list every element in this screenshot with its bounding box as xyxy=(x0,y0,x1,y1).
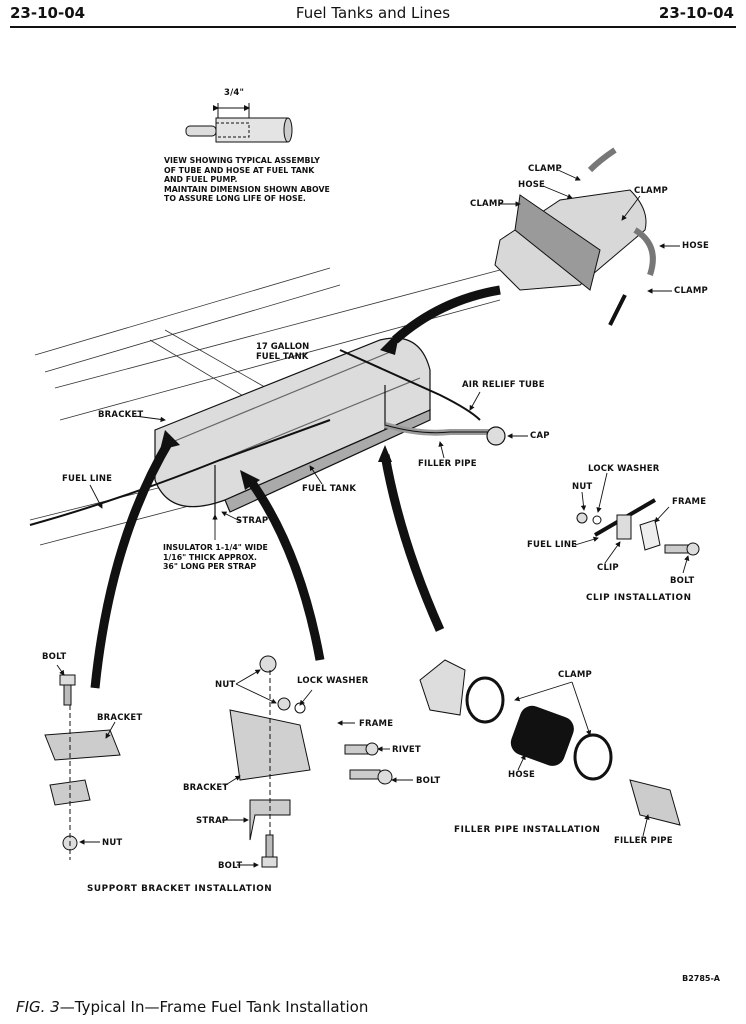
filler-assembly xyxy=(339,349,506,446)
clip-label-clip: CLIP xyxy=(597,563,619,573)
label-fuel-tank: FUEL TANK xyxy=(302,484,357,494)
label-hose-right: HOSE xyxy=(682,241,710,251)
figure-caption: FIG. 3—Typical In—Frame Fuel Tank Instal… xyxy=(16,998,368,1016)
label-clamp-top: CLAMP xyxy=(528,164,562,174)
support-bracket-right xyxy=(229,655,393,868)
tank-top-detail xyxy=(494,147,656,326)
callout-arrows xyxy=(90,285,501,689)
label-air-relief-tube: AIR RELIEF TUBE xyxy=(462,380,545,390)
fp-label-filler-pipe: FILLER PIPE xyxy=(614,836,673,846)
support-bracket-left xyxy=(44,674,121,860)
label-strap: STRAP xyxy=(236,516,269,526)
header-rule xyxy=(10,26,736,28)
main-fuel-tank xyxy=(154,337,431,520)
label-bracket: BRACKET xyxy=(98,410,144,420)
sb-right-frame: FRAME xyxy=(359,719,394,729)
label-filler-pipe: FILLER PIPE xyxy=(418,459,477,469)
sb-right-bolt-bottom: BOLT xyxy=(218,861,243,871)
filler-pipe-installation-drawing xyxy=(419,659,681,826)
clip-label-bolt: BOLT xyxy=(670,576,695,586)
filler-pipe-title: FILLER PIPE INSTALLATION xyxy=(454,825,601,835)
clip-label-nut: NUT xyxy=(572,482,593,492)
label-hose-top: HOSE xyxy=(518,180,546,190)
label-clamp-left: CLAMP xyxy=(470,199,504,209)
clip-label-lock-washer: LOCK WASHER xyxy=(588,464,660,474)
label-clamp-bottom: CLAMP xyxy=(674,286,708,296)
clip-label-fuel-line: FUEL LINE xyxy=(527,540,578,550)
fuel-line xyxy=(29,419,331,526)
sb-right-nut: NUT xyxy=(215,680,236,690)
sb-right-lock-washer: LOCK WASHER xyxy=(297,676,369,686)
figure-caption-text: —Typical In—Frame Fuel Tank Installation xyxy=(59,998,369,1016)
label-cap: CAP xyxy=(530,431,550,441)
figure-reference: B2785-A xyxy=(682,974,720,983)
section-number-left: 23-10-04 xyxy=(10,4,86,22)
tube-hose-note: VIEW SHOWING TYPICAL ASSEMBLY OF TUBE AN… xyxy=(164,156,330,203)
fp-label-hose: HOSE xyxy=(508,770,536,780)
label-clamp-right: CLAMP xyxy=(634,186,668,196)
dimension-label: 3/4" xyxy=(224,88,245,98)
sb-right-bolt-side: BOLT xyxy=(416,776,441,786)
sb-left-nut: NUT xyxy=(102,838,123,848)
support-bracket-title: SUPPORT BRACKET INSTALLATION xyxy=(87,884,273,894)
sb-left-bracket: BRACKET xyxy=(97,713,143,723)
sb-right-strap: STRAP xyxy=(196,816,229,826)
tube-hose-detail xyxy=(185,103,293,143)
sb-left-bolt: BOLT xyxy=(42,652,67,662)
sb-right-rivet: RIVET xyxy=(392,745,421,755)
page-title: Fuel Tanks and Lines xyxy=(295,4,451,22)
tank-capacity-label: 17 GALLON FUEL TANK xyxy=(256,342,310,362)
clip-installation-drawing xyxy=(576,498,700,556)
clip-installation-title: CLIP INSTALLATION xyxy=(586,593,692,603)
insulator-note: INSULATOR 1-1/4" WIDE 1/16" THICK APPROX… xyxy=(163,543,268,571)
sb-right-bracket: BRACKET xyxy=(183,783,229,793)
figure-number: FIG. 3 xyxy=(16,998,60,1016)
section-number-right: 23-10-04 xyxy=(658,4,734,22)
leader-lines xyxy=(56,169,690,868)
fp-label-clamp: CLAMP xyxy=(558,670,592,680)
label-fuel-line: FUEL LINE xyxy=(62,474,113,484)
clip-label-frame: FRAME xyxy=(672,497,707,507)
